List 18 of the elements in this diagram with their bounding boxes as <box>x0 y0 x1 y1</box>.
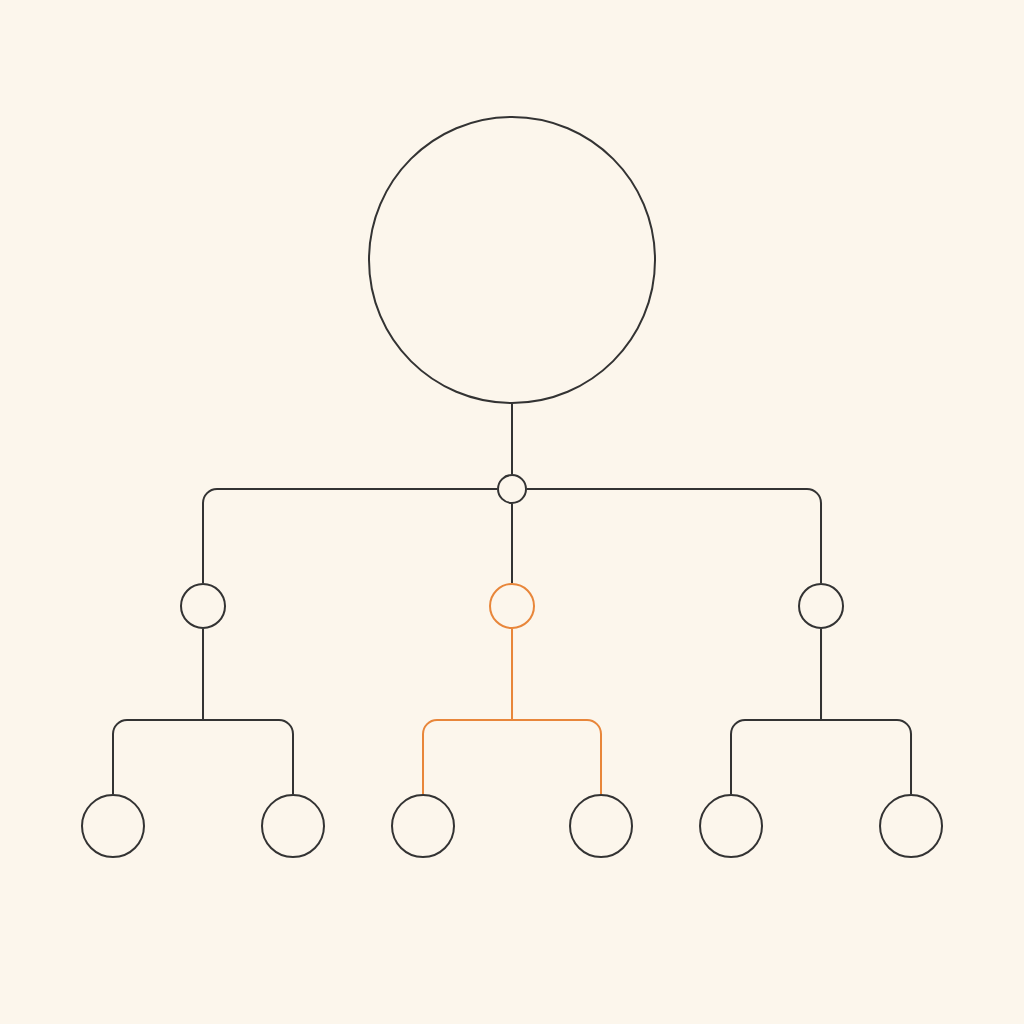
circle <box>368 116 656 404</box>
connector-line <box>202 488 498 584</box>
connector-line <box>511 503 513 584</box>
circle <box>81 794 145 858</box>
connector-line <box>202 628 294 795</box>
circle <box>261 794 325 858</box>
connector-line <box>820 628 912 795</box>
connector-line <box>511 628 602 795</box>
circle <box>180 583 226 629</box>
connector-line <box>511 403 513 475</box>
circle <box>699 794 763 858</box>
connector-line <box>526 488 822 584</box>
circle <box>798 583 844 629</box>
circle <box>569 794 633 858</box>
circle <box>391 794 455 858</box>
circle <box>489 583 535 629</box>
junction-circle <box>497 474 527 504</box>
circle <box>879 794 943 858</box>
